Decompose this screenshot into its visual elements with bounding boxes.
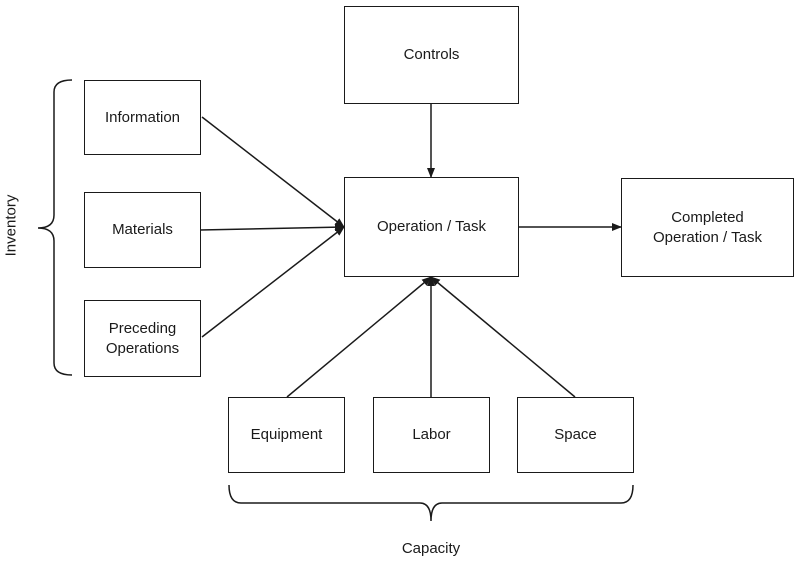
labor-box: Labor (373, 397, 490, 473)
controls-label: Controls (403, 46, 460, 63)
completed-operation-label: Completed Operation / Task (653, 208, 762, 246)
capacity-label: Capacity (401, 540, 461, 557)
operation-task-label: Operation / Task (377, 218, 486, 235)
arrow-equipment-to-operation (286, 276, 432, 398)
equipment-box: Equipment (228, 397, 345, 473)
controls-box: Controls (344, 6, 519, 104)
arrow-information-to-operation (201, 116, 345, 228)
capacity-brace (228, 484, 634, 522)
inventory-label: Inventory (2, 194, 20, 257)
inventory-brace (37, 79, 73, 376)
materials-label: Materials (112, 221, 173, 238)
space-label: Space (554, 426, 597, 443)
equipment-label: Equipment (250, 426, 323, 443)
information-label: Information (104, 108, 181, 126)
information-box: Information (84, 80, 201, 155)
preceding-operations-box: Preceding Operations (84, 300, 201, 377)
arrow-preceding-to-operation (201, 226, 345, 338)
materials-box: Materials (84, 192, 201, 268)
arrow-space-to-operation (430, 276, 576, 398)
space-box: Space (517, 397, 634, 473)
labor-label: Labor (412, 426, 451, 443)
completed-operation-box: Completed Operation / Task (621, 178, 794, 277)
arrow-materials-to-operation (199, 223, 345, 232)
preceding-operations-label: Preceding Operations (105, 319, 180, 357)
operation-task-box: Operation / Task (344, 177, 519, 277)
